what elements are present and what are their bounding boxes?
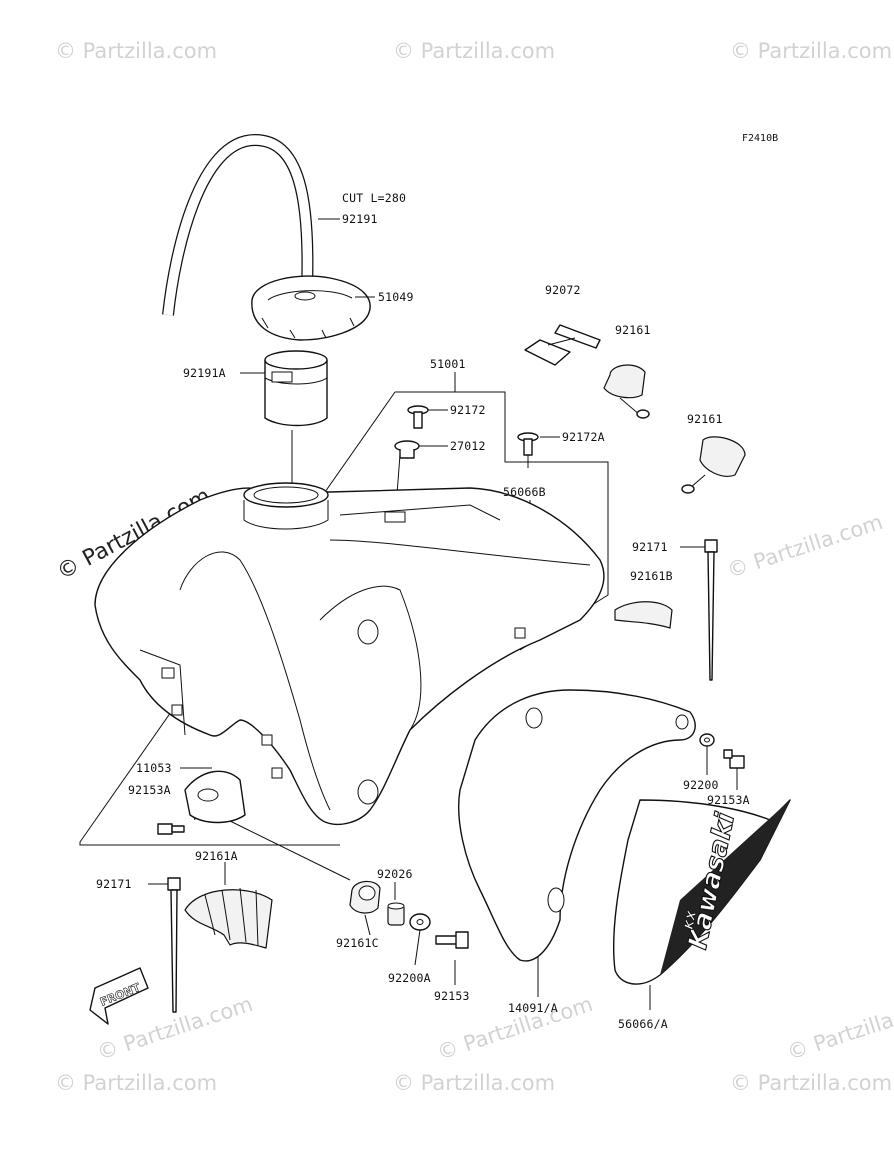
- side-cover: [458, 689, 696, 962]
- bolt-92172A: [517, 432, 539, 456]
- part-label-92200A: 92200A: [388, 971, 431, 985]
- watermark: © Partzilla.com: [730, 1071, 892, 1095]
- part-label-56066B: 56066B: [503, 485, 546, 499]
- tank-decal: Kawasaki KX: [612, 799, 791, 985]
- watermark: © Partzilla.com: [393, 1071, 555, 1095]
- part-label-92153A-right: 92153A: [707, 793, 750, 807]
- collar-27012: [394, 440, 420, 459]
- grommet-92161C: [349, 880, 381, 914]
- cable-tie-left: [167, 877, 181, 1013]
- part-label-92153: 92153: [434, 989, 470, 1003]
- figure-code: F2410B: [742, 133, 778, 144]
- watermark: © Partzilla.com: [55, 1071, 217, 1095]
- part-label-92161A: 92161A: [195, 849, 238, 863]
- fuel-cock: [184, 770, 246, 824]
- strap-92072: [524, 324, 601, 366]
- decal-model-text: KX: [682, 909, 700, 931]
- watermark: © Partzilla.com: [730, 39, 892, 63]
- fuel-tank: [94, 482, 605, 826]
- part-label-14091A: 14091/A: [508, 1001, 558, 1015]
- part-label-51049: 51049: [378, 290, 414, 304]
- part-label-92191: 92191: [342, 212, 378, 226]
- part-label-92171-right: 92171: [632, 540, 668, 554]
- pad-92161A: [184, 887, 273, 949]
- part-label-92161-top: 92161: [615, 323, 651, 337]
- part-label-11053: 11053: [136, 761, 172, 775]
- pad-92161B: [614, 601, 673, 629]
- part-label-92161-mid: 92161: [687, 412, 723, 426]
- collar-92026: [387, 902, 405, 926]
- clamp-92161-mid: [681, 436, 746, 494]
- part-labels: CUT L=280 92191 51049 92191A 51001 92172…: [96, 191, 750, 1031]
- watermark: © Partzilla.com: [393, 39, 555, 63]
- part-label-92161C: 92161C: [336, 936, 379, 950]
- watermark: © Partzilla.com: [724, 510, 886, 583]
- bolt-92153A-left: [157, 823, 185, 835]
- watermark: © Partzilla.com: [55, 39, 217, 63]
- cut-length-note: CUT L=280: [342, 191, 406, 205]
- washer-92200: [699, 733, 715, 747]
- part-label-51001: 51001: [430, 357, 466, 371]
- breather-hose: [162, 133, 314, 316]
- part-label-92191A: 92191A: [183, 366, 226, 380]
- bolt-92153A-right: [723, 749, 745, 769]
- part-label-92172: 92172: [450, 403, 486, 417]
- watermark: © Partzilla.com: [784, 992, 894, 1065]
- part-label-92161B: 92161B: [630, 569, 673, 583]
- part-label-92172A: 92172A: [562, 430, 605, 444]
- filler-neck: [264, 350, 328, 427]
- front-arrow-icon: FRONT: [89, 967, 149, 1025]
- bolt-92153: [435, 931, 469, 949]
- part-label-56066A: 56066/A: [618, 1017, 668, 1031]
- fuel-cap: [251, 275, 371, 341]
- part-label-92072: 92072: [545, 283, 581, 297]
- part-label-92153A-left: 92153A: [128, 783, 171, 797]
- part-label-27012: 27012: [450, 439, 486, 453]
- clamp-92161-top: [603, 364, 650, 419]
- bolt-92172: [407, 405, 429, 429]
- part-label-92200: 92200: [683, 778, 719, 792]
- washer-92200A: [409, 913, 431, 931]
- cable-tie-right: [704, 539, 718, 681]
- part-label-92026: 92026: [377, 867, 413, 881]
- part-label-92171-left: 92171: [96, 877, 132, 891]
